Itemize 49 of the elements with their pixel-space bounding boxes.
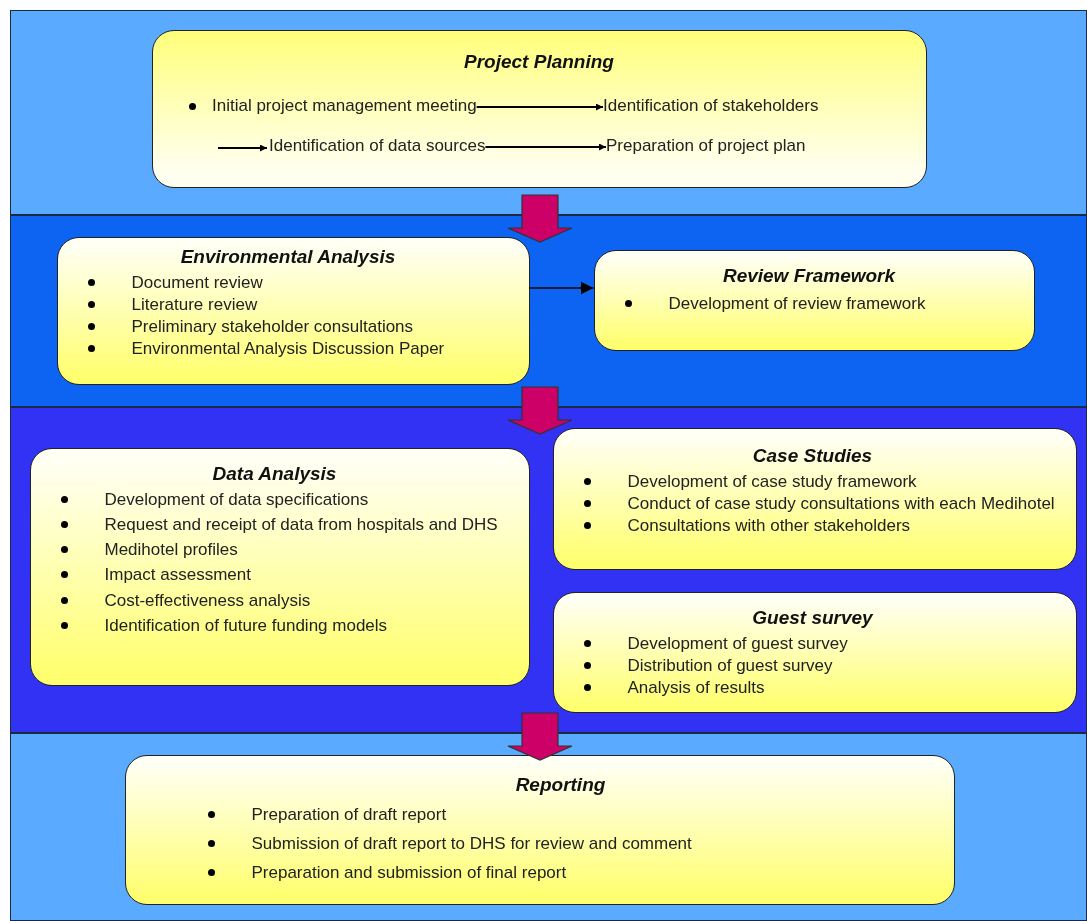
arrow bbox=[528, 281, 595, 295]
list-item: Development of guest survey bbox=[561, 632, 1064, 654]
list-item: Analysis of results bbox=[561, 677, 1064, 699]
arrow bbox=[218, 144, 267, 152]
list-item: Document review bbox=[65, 271, 511, 293]
band-background bbox=[10, 10, 1087, 215]
list-item: Medihotel profiles bbox=[38, 539, 511, 561]
list-item: Conduct of case study consultations with each Medihotel bbox=[561, 492, 1064, 514]
list-item: Request and receipt of data from hospitals and DHS bbox=[38, 513, 511, 535]
process-box bbox=[151, 29, 927, 188]
step-text: Preparation of project plan bbox=[606, 136, 806, 155]
list-item: Cost-effectiveness analysis bbox=[38, 589, 511, 611]
process-box bbox=[593, 249, 1035, 351]
step-text: Identification of stakeholders bbox=[603, 96, 819, 115]
process-box bbox=[552, 427, 1077, 570]
block-arrow bbox=[507, 712, 573, 761]
list-item: Development of case study framework bbox=[561, 470, 1064, 492]
band-background bbox=[10, 215, 1087, 407]
process-box bbox=[56, 236, 530, 385]
block-arrow bbox=[507, 386, 573, 435]
list-item: Submission of draft report to DHS for review and comment bbox=[185, 832, 936, 854]
process-box bbox=[124, 754, 955, 905]
list-item: Consultations with other stakeholders bbox=[561, 515, 1064, 537]
list-item: Development of data specifications bbox=[38, 488, 511, 510]
box-heading: Project Planning bbox=[463, 50, 615, 73]
list-item: Preparation of draft report bbox=[185, 803, 936, 825]
box-heading: Guest survey bbox=[751, 606, 874, 629]
list-item: Literature review bbox=[65, 293, 511, 315]
process-box bbox=[552, 591, 1077, 713]
band-background bbox=[10, 407, 1087, 733]
arrow bbox=[485, 143, 606, 151]
list-item: Environmental Analysis Discussion Paper bbox=[65, 338, 511, 360]
box-heading: Environmental Analysis bbox=[179, 245, 397, 268]
step-text: Identification of data sources bbox=[269, 136, 486, 155]
list-item: Preliminary stakeholder consultations bbox=[65, 316, 511, 338]
list-item: Development of review framework bbox=[602, 292, 1016, 314]
list-item: Preparation and submission of final report bbox=[185, 862, 936, 884]
box-heading: Case Studies bbox=[751, 444, 874, 467]
block-arrow bbox=[507, 194, 573, 243]
box-heading: Reporting bbox=[514, 773, 607, 796]
box-heading: Review Framework bbox=[721, 264, 897, 287]
step-text: Initial project management meeting bbox=[212, 96, 477, 115]
list-item: Distribution of guest survey bbox=[561, 654, 1064, 676]
process-box bbox=[29, 447, 530, 686]
box-heading: Data Analysis bbox=[211, 462, 338, 485]
band-background bbox=[10, 733, 1087, 921]
list-item: Impact assessment bbox=[38, 564, 511, 586]
list-item: Identification of future funding models bbox=[38, 614, 511, 636]
arrow bbox=[476, 103, 603, 111]
